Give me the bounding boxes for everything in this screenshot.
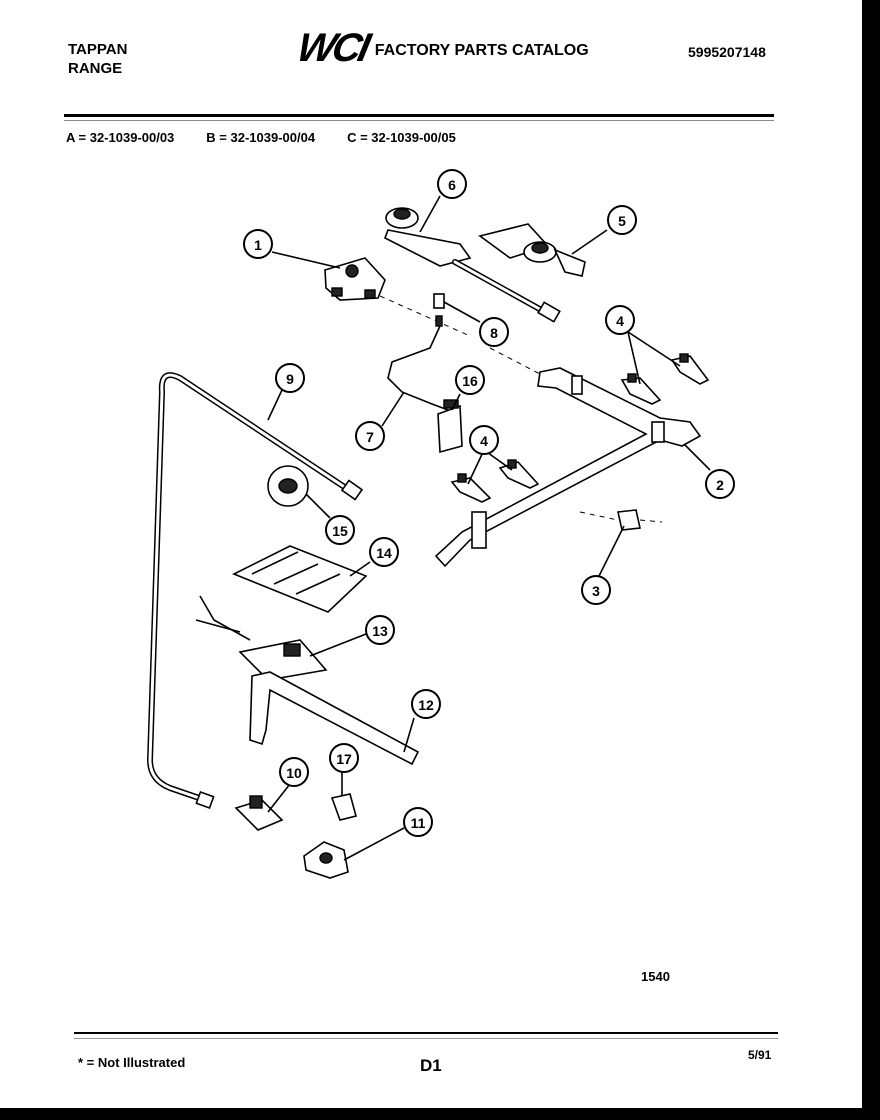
scan-edge-right	[862, 0, 880, 1120]
callout-11: 11	[403, 807, 433, 837]
callout-label: 10	[286, 765, 302, 781]
callout-circle	[705, 469, 735, 499]
model-list: A = 32-1039-00/03 B = 32-1039-00/04 C = …	[66, 130, 456, 145]
callout-label: 17	[336, 751, 352, 767]
leader-lines	[267, 195, 711, 861]
callout-3: 3	[581, 575, 611, 605]
callout-7: 7	[355, 421, 385, 451]
callout-circle	[243, 229, 273, 259]
callout-5: 5	[607, 205, 637, 235]
model-a: A = 32-1039-00/03	[66, 130, 175, 145]
catalog-title: FACTORY PARTS CATALOG	[374, 42, 589, 59]
callout-label: 13	[372, 623, 388, 639]
revision-date: 5/91	[748, 1048, 772, 1062]
callout-label: 8	[490, 325, 498, 341]
callout-1: 1	[243, 229, 273, 259]
part-10-bracket	[234, 795, 284, 831]
callout-label: 1	[254, 237, 262, 253]
brand-block: TAPPAN RANGE	[68, 40, 127, 78]
callout-label: 16	[462, 373, 478, 389]
callout-13: 13	[365, 615, 395, 645]
part-6-valve-assembly	[383, 207, 561, 323]
callout-17: 17	[329, 743, 359, 773]
part-17-clip	[330, 793, 357, 821]
model-c: C = 32-1039-00/05	[347, 130, 456, 145]
part-14-shield	[232, 545, 368, 613]
callout-circle	[369, 537, 399, 567]
catalog-heading: WCI FACTORY PARTS CATALOG	[293, 26, 589, 70]
callout-8: 8	[479, 317, 509, 347]
part-15-grommet	[267, 465, 309, 507]
part-2-manifold	[434, 347, 702, 568]
callout-circle	[479, 317, 509, 347]
callout-16: 16	[455, 365, 485, 395]
callout-label: 12	[418, 697, 434, 713]
callout-2: 2	[705, 469, 735, 499]
part-9-tube	[146, 372, 364, 810]
callout-4: 4	[469, 425, 499, 455]
header-rule	[64, 114, 774, 117]
callout-15: 15	[325, 515, 355, 545]
part-11-clamp	[303, 841, 349, 879]
footer-rule-thin	[74, 1038, 778, 1039]
product-name: RANGE	[68, 60, 123, 77]
callout-circle	[581, 575, 611, 605]
callout-label: 7	[366, 429, 374, 445]
callout-label: 5	[618, 213, 626, 229]
callout-4: 4	[605, 305, 635, 335]
callout-circle	[605, 305, 635, 335]
callout-label: 4	[480, 433, 488, 449]
part-8-clip	[433, 293, 445, 327]
callout-circle	[403, 807, 433, 837]
callout-circle	[365, 615, 395, 645]
callout-circle	[355, 421, 385, 451]
callout-circle	[469, 425, 499, 455]
figure-number: 1540	[641, 969, 670, 984]
part-12-burner-tube	[249, 671, 420, 766]
part-4-valves-lower	[450, 459, 540, 503]
callout-circle	[275, 363, 305, 393]
callout-label: 11	[411, 815, 426, 831]
callout-label: 14	[376, 545, 392, 561]
callout-label: 3	[592, 583, 600, 599]
part-3-bracket	[579, 509, 663, 531]
page-id: D1	[420, 1056, 442, 1075]
header-rule-thin	[64, 120, 774, 121]
footer-rule	[74, 1032, 778, 1034]
brand-name: TAPPAN	[68, 41, 128, 58]
callout-circle	[279, 757, 309, 787]
callout-12: 12	[411, 689, 441, 719]
not-illustrated-note: * = Not Illustrated	[78, 1055, 186, 1070]
part-16-switch	[437, 399, 463, 454]
callout-10: 10	[279, 757, 309, 787]
callout-circle	[437, 169, 467, 199]
callout-circle	[325, 515, 355, 545]
callout-label: 6	[448, 177, 456, 193]
part-5-valve	[478, 223, 586, 277]
part-1-valve	[324, 257, 386, 301]
callout-circle	[607, 205, 637, 235]
wci-logo: WCI	[293, 26, 372, 70]
part-number: 5995207148	[688, 44, 766, 60]
callout-label: 15	[332, 523, 348, 539]
scan-edge-bottom	[0, 1108, 880, 1120]
callout-circle	[329, 743, 359, 773]
part-7-wire	[387, 325, 449, 411]
callout-label: 2	[716, 477, 724, 493]
callout-6: 6	[437, 169, 467, 199]
callout-circle	[411, 689, 441, 719]
callout-label: 9	[286, 371, 294, 387]
callout-label: 4	[616, 313, 624, 329]
callout-circle	[455, 365, 485, 395]
model-b: B = 32-1039-00/04	[206, 130, 316, 145]
part-4-valves-upper	[620, 353, 710, 405]
callout-14: 14	[369, 537, 399, 567]
callout-9: 9	[275, 363, 305, 393]
part-13-burner	[195, 595, 328, 681]
